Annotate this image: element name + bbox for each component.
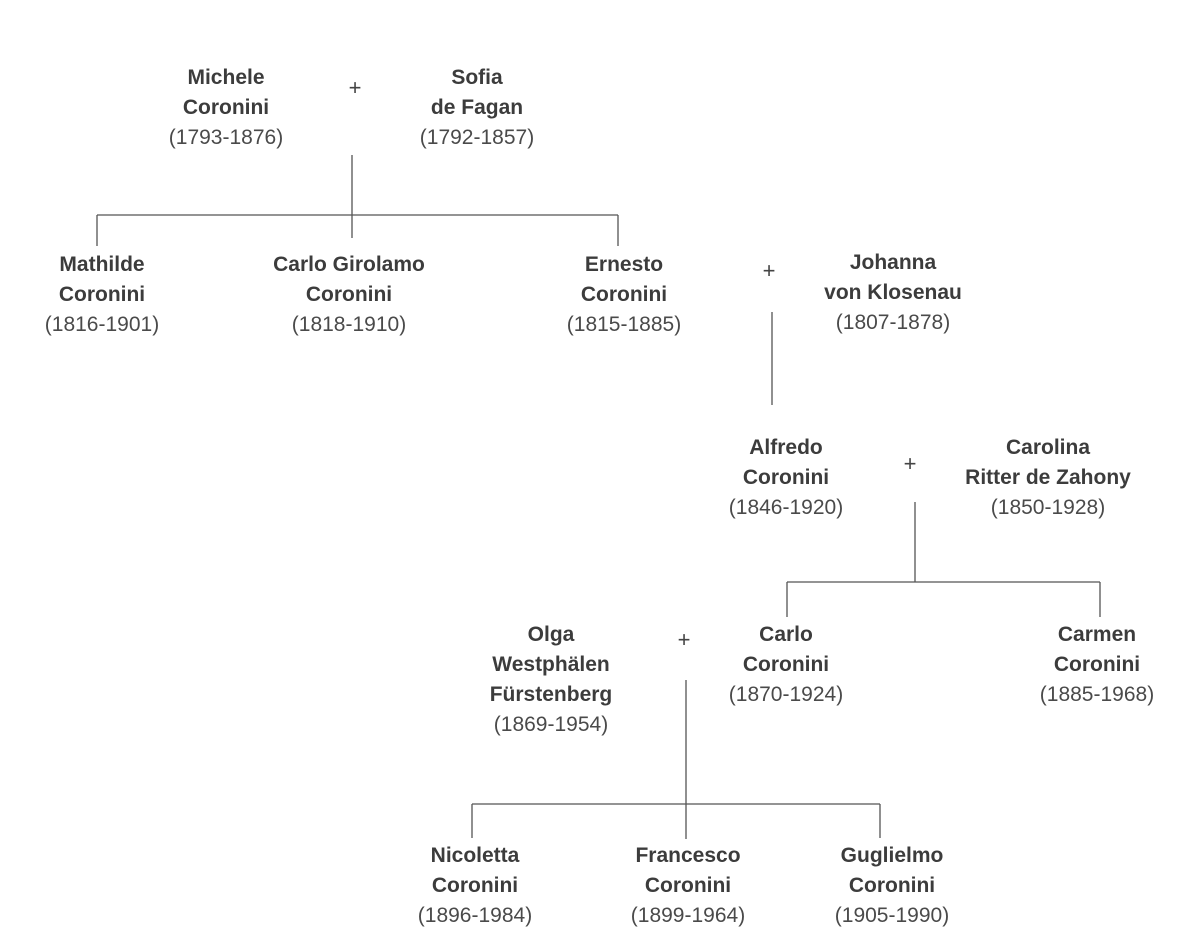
person-carolina-ritter-de-zahony: Carolina Ritter de Zahony (1850-1928) [938,433,1158,523]
person-name: Coronini [742,653,830,676]
person-name: Ritter de Zahony [965,466,1131,489]
person-name: Alfredo [749,436,823,459]
person-name: Coronini [580,283,668,306]
person-dates: (1869-1954) [493,713,609,736]
person-dates: (1896-1984) [417,904,533,927]
person-name: von Klosenau [824,281,962,304]
person-name: Coronini [848,874,936,897]
person-dates: (1905-1990) [834,904,950,927]
person-name: Olga [527,623,575,646]
person-sofia-de-fagan: Sofia de Fagan (1792-1857) [367,63,587,153]
marriage-symbol: + [903,451,917,476]
person-dates: (1816-1901) [44,313,160,336]
person-name: Coronini [1053,653,1141,676]
person-name: Coronini [742,466,830,489]
person-carlo-girolamo-coronini: Carlo Girolamo Coronini (1818-1910) [239,250,459,340]
person-dates: (1815-1885) [566,313,682,336]
person-name: de Fagan [430,96,524,119]
person-name: Ernesto [584,253,664,276]
person-olga-westphalen-furstenberg: Olga Westphälen Fürstenberg (1869-1954) [441,620,661,740]
person-name: Michele [187,66,265,89]
person-name: Carolina [1005,436,1091,459]
person-dates: (1807-1878) [835,311,951,334]
person-name: Coronini [644,874,732,897]
person-name: Coronini [431,874,519,897]
person-dates: (1818-1910) [291,313,407,336]
person-mathilde-coronini: Mathilde Coronini (1816-1901) [0,250,212,340]
person-dates: (1792-1857) [419,126,535,149]
person-name: Coronini [182,96,270,119]
person-name: Carlo Girolamo [273,253,425,276]
person-nicoletta-coronini: Nicoletta Coronini (1896-1984) [365,841,585,931]
person-name: Coronini [58,283,146,306]
marriage-symbol: + [762,258,776,283]
person-dates: (1870-1924) [728,683,844,706]
person-dates: (1885-1968) [1039,683,1155,706]
person-ernesto-coronini: Ernesto Coronini (1815-1885) [514,250,734,340]
person-name: Johanna [849,251,937,274]
person-name: Carlo [759,623,813,646]
person-carlo-coronini: Carlo Coronini (1870-1924) [676,620,896,710]
person-alfredo-coronini: Alfredo Coronini (1846-1920) [676,433,896,523]
person-name: Francesco [635,844,741,867]
person-guglielmo-coronini: Guglielmo Coronini (1905-1990) [782,841,1002,931]
person-dates: (1846-1920) [728,496,844,519]
person-carmen-coronini: Carmen Coronini (1885-1968) [987,620,1200,710]
person-michele-coronini: Michele Coronini (1793-1876) [116,63,336,153]
person-name: Guglielmo [840,844,944,867]
marriage-symbol: + [348,75,362,100]
person-name: Westphälen [492,653,610,676]
person-dates: (1793-1876) [168,126,284,149]
person-johanna-von-klosenau: Johanna von Klosenau (1807-1878) [783,248,1003,338]
person-name: Nicoletta [430,844,520,867]
marriage-symbol: + [677,627,691,652]
person-dates: (1899-1964) [630,904,746,927]
person-dates: (1850-1928) [990,496,1106,519]
person-name: Carmen [1057,623,1137,646]
person-name: Fürstenberg [489,683,613,706]
person-name: Coronini [305,283,393,306]
person-name: Mathilde [59,253,145,276]
person-name: Sofia [451,66,503,89]
person-francesco-coronini: Francesco Coronini (1899-1964) [578,841,798,931]
